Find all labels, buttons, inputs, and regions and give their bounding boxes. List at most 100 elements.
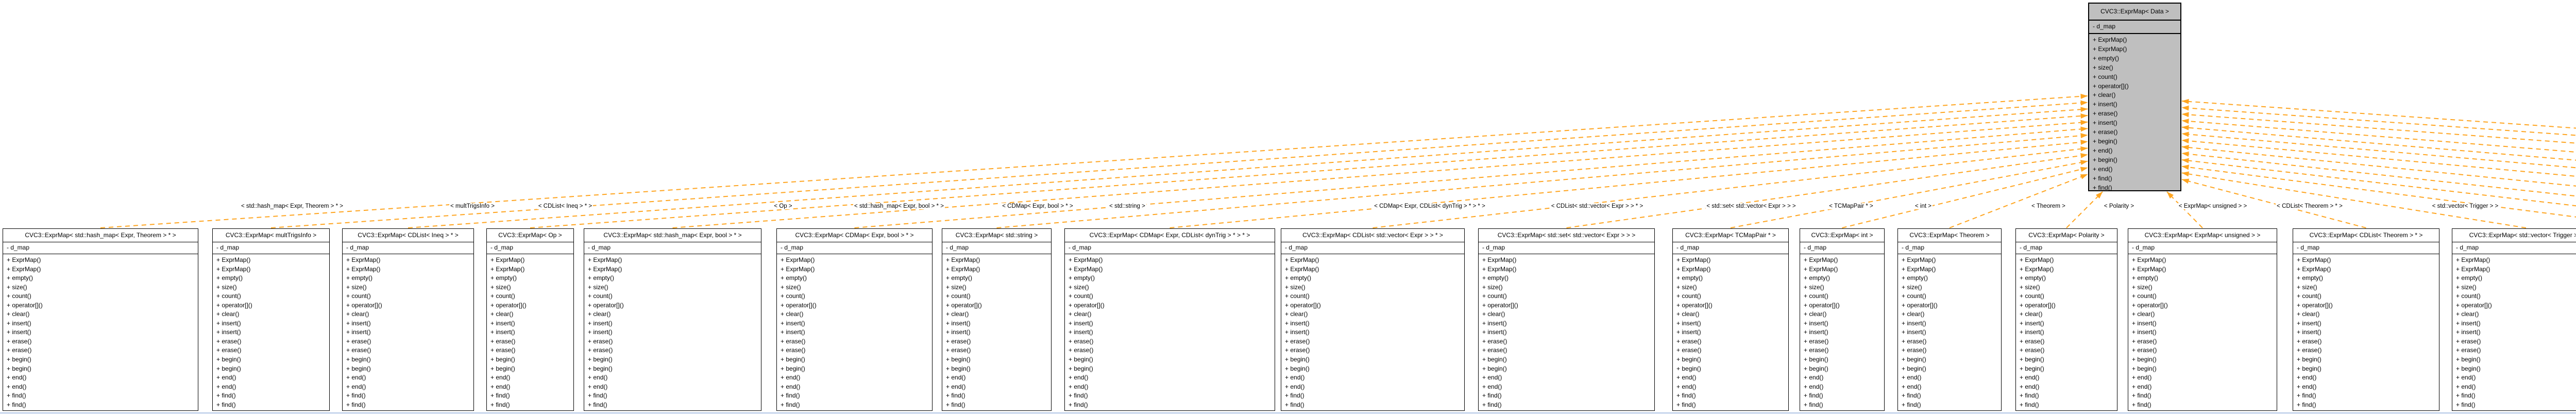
method-row: + operator[](): [946, 301, 982, 309]
class-title[interactable]: CVC3::ExprMap< CDList< Theorem > * >: [2293, 229, 2439, 242]
class-title[interactable]: CVC3::ExprMap< std::hash_map< Expr, Theo…: [3, 229, 198, 242]
method-row: + end(): [1902, 374, 1922, 382]
template-arg-edge-label: < CDMap< Expr, CDList< dynTrig > * > * >: [1373, 203, 1486, 209]
method-row: + end(): [1804, 383, 1824, 390]
template-instantiation-edge: [270, 100, 2088, 228]
instantiation-class-box[interactable]: CVC3::ExprMap< CDList< Ineq > * >- d_map…: [342, 228, 474, 411]
class-title[interactable]: CVC3::ExprMap< std::string >: [942, 229, 1051, 242]
method-row: + ExprMap(): [2093, 45, 2127, 53]
method-row: + end(): [346, 383, 366, 390]
template-instantiation-edge: [2181, 131, 2576, 169]
method-row: + find(): [946, 401, 965, 408]
instantiation-class-box[interactable]: CVC3::ExprMap< std::hash_map< Expr, Theo…: [3, 228, 198, 411]
class-attribute: - d_map: [2016, 242, 2117, 254]
instantiation-class-box[interactable]: CVC3::ExprMap< Op >- d_map+ ExprMap()+ E…: [486, 228, 574, 411]
method-row: + begin(): [346, 356, 371, 363]
method-row: + size(): [216, 283, 237, 291]
method-row: + end(): [1069, 374, 1089, 382]
method-row: + erase(): [1676, 337, 1702, 345]
template-instantiation-edge: [530, 113, 2088, 228]
method-row: + end(): [781, 374, 801, 382]
class-title[interactable]: CVC3::ExprMap< Theorem >: [1898, 229, 2001, 242]
class-title[interactable]: CVC3::ExprMap< Polarity >: [2016, 229, 2117, 242]
method-row: + erase(): [2132, 346, 2157, 354]
class-methods: + ExprMap()+ ExprMap()+ empty()+ size()+…: [1898, 254, 2001, 410]
method-row: + ExprMap(): [346, 265, 381, 273]
instantiation-class-box[interactable]: CVC3::ExprMap< CDList< Theorem > * >- d_…: [2293, 228, 2439, 411]
method-row: + end(): [216, 374, 236, 382]
method-row: + insert(): [490, 328, 515, 336]
template-arg-edge-label: < Polarity >: [2103, 203, 2136, 209]
class-methods: + ExprMap()+ ExprMap()+ empty()+ size()+…: [1479, 254, 1654, 410]
class-methods: + ExprMap()+ ExprMap()+ empty()+ size()+…: [777, 254, 932, 410]
method-row: + ExprMap(): [1069, 265, 1103, 273]
method-row: + insert(): [346, 319, 371, 327]
class-title[interactable]: CVC3::ExprMap< int >: [1800, 229, 1884, 242]
instantiation-class-box[interactable]: CVC3::ExprMap< Theorem >- d_map+ ExprMap…: [1897, 228, 2002, 411]
method-row: + ExprMap(): [490, 265, 525, 273]
method-row: + ExprMap(): [2020, 256, 2054, 263]
method-row: + find(): [2093, 184, 2112, 191]
method-row: + find(): [216, 392, 236, 400]
instantiation-class-box[interactable]: CVC3::ExprMap< CDList< std::vector< Expr…: [1281, 228, 1465, 411]
instantiation-class-box[interactable]: CVC3::ExprMap< CDMap< Expr, CDList< dynT…: [1064, 228, 1275, 411]
method-row: + insert(): [2456, 319, 2481, 327]
class-title[interactable]: CVC3::ExprMap< ExprMap< unsigned > >: [2128, 229, 2277, 242]
instantiation-class-box[interactable]: CVC3::ExprMap< std::set< std::vector< Ex…: [1478, 228, 1655, 411]
template-instantiation-edge: [1730, 160, 2088, 228]
method-row: + begin(): [781, 365, 805, 372]
method-row: + insert(): [216, 328, 241, 336]
method-row: + ExprMap(): [781, 256, 815, 263]
class-title[interactable]: CVC3::ExprMap< TCMapPair * >: [1673, 229, 1788, 242]
class-title[interactable]: CVC3::ExprMap< std::set< std::vector< Ex…: [1479, 229, 1654, 242]
method-row: + size(): [1482, 283, 1503, 291]
class-title[interactable]: CVC3::ExprMap< multTrigsInfo >: [213, 229, 329, 242]
method-row: + empty(): [7, 274, 33, 282]
method-row: + insert(): [490, 319, 515, 327]
method-row: + find(): [2132, 392, 2151, 400]
class-title[interactable]: CVC3::ExprMap< CDList< Ineq > * >: [343, 229, 473, 242]
method-row: + operator[](): [1069, 301, 1105, 309]
instantiation-class-box[interactable]: CVC3::ExprMap< ExprMap< unsigned > >- d_…: [2128, 228, 2277, 411]
method-row: + count(): [346, 292, 371, 300]
method-row: + clear(): [7, 310, 30, 318]
method-row: + begin(): [2456, 365, 2481, 372]
class-title[interactable]: CVC3::ExprMap< Op >: [487, 229, 573, 242]
method-row: + erase(): [2132, 337, 2157, 345]
instantiation-class-box[interactable]: CVC3::ExprMap< std::hash_map< Expr, bool…: [584, 228, 761, 411]
instantiation-class-box[interactable]: CVC3::ExprMap< int >- d_map+ ExprMap()+ …: [1800, 228, 1885, 411]
method-row: + ExprMap(): [2297, 256, 2331, 263]
template-instantiation-edge: [2181, 125, 2576, 161]
instantiation-class-box[interactable]: CVC3::ExprMap< CDMap< Expr, bool > * >- …: [776, 228, 933, 411]
class-title[interactable]: CVC3::ExprMap< CDList< std::vector< Expr…: [1281, 229, 1464, 242]
method-row: + begin(): [2020, 365, 2044, 372]
method-row: + size(): [2093, 63, 2113, 71]
method-row: + end(): [946, 383, 966, 390]
method-row: + empty(): [2020, 274, 2046, 282]
class-title[interactable]: CVC3::ExprMap< CDMap< Expr, CDList< dynT…: [1065, 229, 1275, 242]
template-instantiation-edge: [2066, 191, 2103, 228]
method-row: + size(): [2456, 283, 2477, 291]
instantiation-class-box[interactable]: CVC3::ExprMap< TCMapPair * >- d_map+ Exp…: [1672, 228, 1789, 411]
method-row: + size(): [2020, 283, 2040, 291]
method-row: + insert(): [1902, 328, 1926, 336]
instantiation-class-box[interactable]: CVC3::ExprMap< Polarity >- d_map+ ExprMa…: [2015, 228, 2117, 411]
instantiation-class-box[interactable]: CVC3::ExprMap< std::vector< Trigger > >-…: [2452, 228, 2576, 411]
instantiation-class-box[interactable]: CVC3::ExprMap< std::string >- d_map+ Exp…: [942, 228, 1052, 411]
method-row: + begin(): [2132, 365, 2157, 372]
method-row: + end(): [1676, 383, 1697, 390]
method-row: + operator[](): [2020, 301, 2056, 309]
class-title[interactable]: CVC3::ExprMap< std::hash_map< Expr, bool…: [584, 229, 761, 242]
method-row: + find(): [1804, 401, 1823, 408]
instantiation-class-box[interactable]: CVC3::ExprMap< multTrigsInfo >- d_map+ E…: [212, 228, 330, 411]
method-row: + erase(): [2020, 337, 2045, 345]
method-row: + erase(): [2297, 346, 2322, 354]
method-row: + find(): [1482, 401, 1502, 408]
method-row: + begin(): [1069, 365, 1093, 372]
method-row: + insert(): [346, 328, 371, 336]
method-row: + empty(): [2297, 274, 2324, 282]
method-row: + erase(): [1069, 346, 1094, 354]
method-row: + erase(): [781, 346, 806, 354]
class-title[interactable]: CVC3::ExprMap< std::vector< Trigger > >: [2452, 229, 2576, 242]
class-title[interactable]: CVC3::ExprMap< CDMap< Expr, bool > * >: [777, 229, 932, 242]
